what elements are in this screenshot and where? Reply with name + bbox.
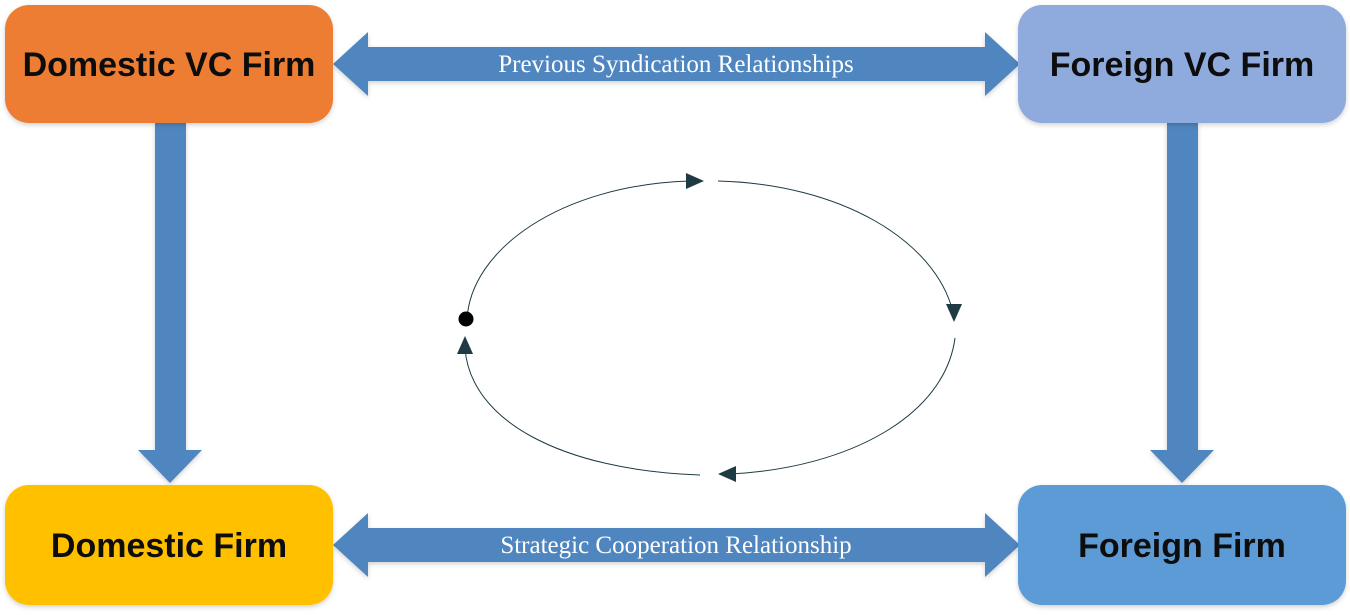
node-foreign-vc-firm: Foreign VC Firm [1018,5,1346,123]
cycle-arrowheads [457,173,962,482]
left-arrow-shape [138,122,202,483]
node-label: Domestic VC Firm [23,46,316,84]
node-box [1018,5,1346,123]
cycle-arrowhead-bottom [718,466,736,482]
cycle-arc-top-right [717,180,954,313]
left-down-arrow [138,122,202,483]
cycle-arrowhead-top [686,173,704,189]
cycle-loop [464,180,956,476]
cycle-arrowhead-left [457,336,473,354]
cycle-arc-bottom-left [464,347,701,476]
top-edge-label: Previous Syndication Relationships [498,51,854,78]
right-arrow-shape [1150,122,1214,483]
cycle-start-dot [458,311,474,327]
node-label: Foreign VC Firm [1050,46,1314,84]
bottom-edge-label: Strategic Cooperation Relationship [500,532,851,559]
top-arrow-shape [333,32,1020,96]
bottom-double-arrow: Strategic Cooperation Relationship [333,513,1020,577]
cycle-arrowhead-right [946,304,962,322]
node-box [1018,485,1346,605]
node-foreign-firm: Foreign Firm [1018,485,1346,605]
node-domestic-vc-firm: Domestic VC Firm [5,5,333,123]
node-label: Domestic Firm [51,527,287,565]
node-label: Foreign Firm [1078,527,1286,565]
bottom-arrow-shape [333,513,1020,577]
top-double-arrow: Previous Syndication Relationships [333,32,1020,96]
cycle-arc-bottom-right [729,337,956,475]
node-domestic-firm: Domestic Firm [5,485,333,605]
right-down-arrow [1150,122,1214,483]
cycle-arc-top-left [466,180,691,321]
node-box [5,5,333,123]
node-box [5,485,333,605]
